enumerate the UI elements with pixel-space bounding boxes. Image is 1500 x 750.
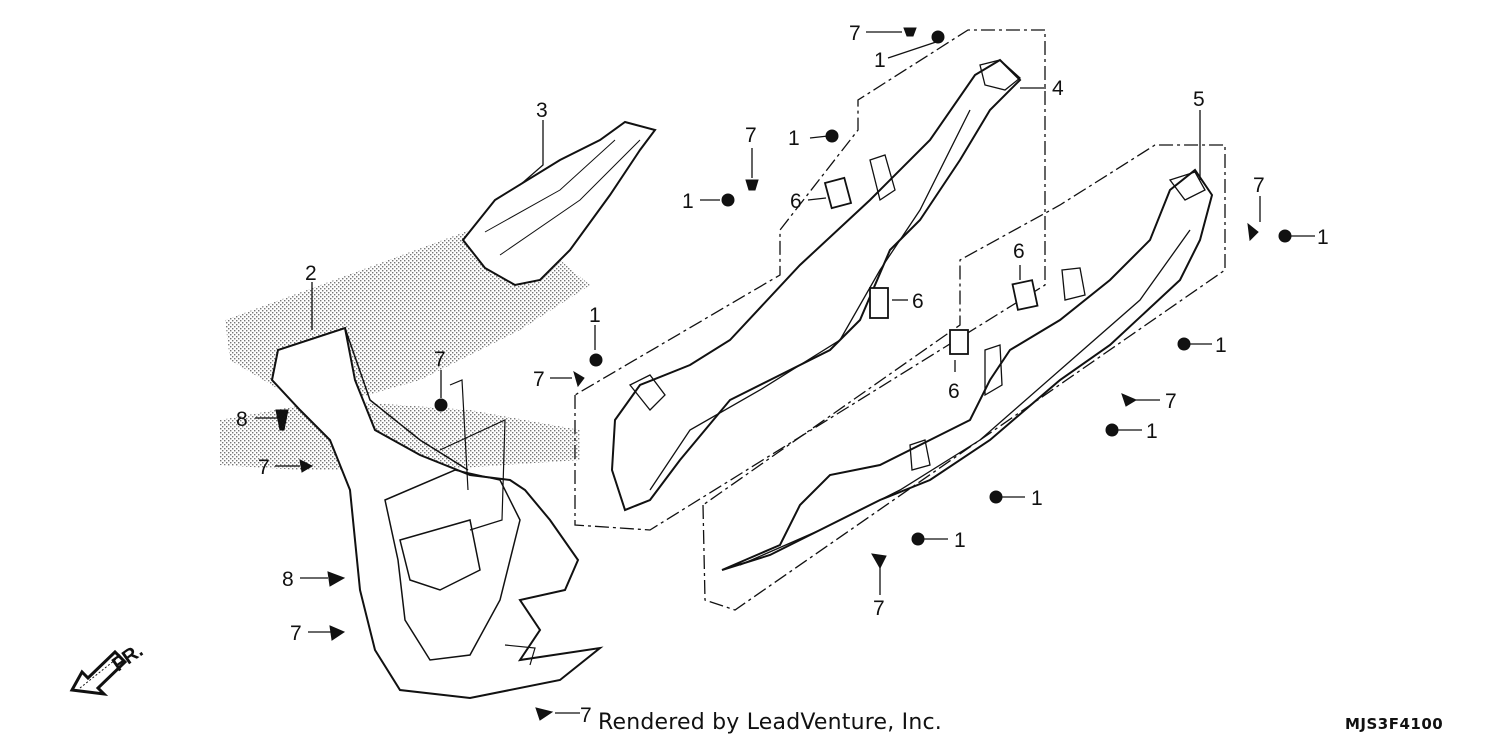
- screw-icon: [329, 625, 346, 641]
- rivet-icon: [327, 571, 346, 587]
- screw-icon: [1247, 222, 1259, 242]
- grommet-icon: [1177, 337, 1191, 351]
- screw-icon: [871, 553, 887, 570]
- callout-4: 4: [1052, 77, 1064, 100]
- grommet-icon: [721, 193, 735, 207]
- screw-icon: [745, 179, 759, 191]
- callout-1: 1: [954, 529, 966, 552]
- screw-icon: [535, 707, 554, 721]
- callout-6: 6: [1013, 240, 1025, 263]
- fasteners: [275, 27, 1292, 721]
- part-4-side-cover[interactable]: [610, 58, 1022, 512]
- callout-8: 8: [282, 568, 294, 591]
- callout-2: 2: [305, 262, 317, 285]
- part-3-inner-panel[interactable]: [461, 120, 657, 287]
- callout-6: 6: [790, 190, 802, 213]
- callout-3: 3: [536, 99, 548, 122]
- grommet-icon: [1278, 229, 1292, 243]
- callout-7: 7: [580, 704, 592, 727]
- part-2-front-cowl[interactable]: [270, 326, 604, 700]
- clip-icon: [869, 287, 889, 319]
- screw-icon: [573, 370, 585, 388]
- clip-icon: [823, 176, 853, 210]
- part-5-side-cover[interactable]: [721, 168, 1214, 571]
- group-outlines: [574, 29, 1226, 611]
- callout-1: 1: [874, 49, 886, 72]
- grommet-icon: [434, 398, 448, 412]
- rivet-icon: [275, 409, 289, 431]
- callout-7: 7: [745, 124, 757, 147]
- grommet-icon: [931, 30, 945, 44]
- callout-1: 1: [1146, 420, 1158, 443]
- callout-1: 1: [589, 304, 601, 327]
- callout-7: 7: [849, 22, 861, 45]
- callout-7: 7: [290, 622, 302, 645]
- credit-text: Rendered by LeadVenture, Inc.: [598, 710, 942, 735]
- callout-7: 7: [434, 348, 446, 371]
- front-direction-arrow: FR.: [69, 640, 147, 697]
- callout-1: 1: [1317, 226, 1329, 249]
- callout-7: 7: [533, 368, 545, 391]
- callout-6: 6: [948, 380, 960, 403]
- screw-icon: [1121, 393, 1138, 407]
- grommet-icon: [825, 129, 839, 143]
- grommet-icon: [989, 490, 1003, 504]
- clip-icon: [949, 329, 969, 355]
- callout-1: 1: [788, 127, 800, 150]
- callout-7: 7: [1253, 174, 1265, 197]
- callout-5: 5: [1193, 88, 1205, 111]
- callout-1: 1: [682, 190, 694, 213]
- grommet-icon: [911, 532, 925, 546]
- callout-7: 7: [1165, 390, 1177, 413]
- callout-7: 7: [258, 456, 270, 479]
- callout-1: 1: [1031, 487, 1043, 510]
- grommet-icon: [1105, 423, 1119, 437]
- callouts: 1 1 1 1 1 1 1 1 1 2 3 4 5 6 6 6 6 7 7 7 …: [236, 22, 1329, 727]
- callout-8: 8: [236, 408, 248, 431]
- diagram-code: MJS3F4100: [1345, 715, 1444, 733]
- grommet-icon: [589, 353, 603, 367]
- callout-1: 1: [1215, 334, 1227, 357]
- clip-icon: [1011, 279, 1039, 311]
- leader-lines: [255, 31, 1315, 714]
- screw-icon: [903, 27, 917, 37]
- callout-7: 7: [873, 597, 885, 620]
- screw-icon: [299, 459, 314, 473]
- callout-6: 6: [912, 290, 924, 313]
